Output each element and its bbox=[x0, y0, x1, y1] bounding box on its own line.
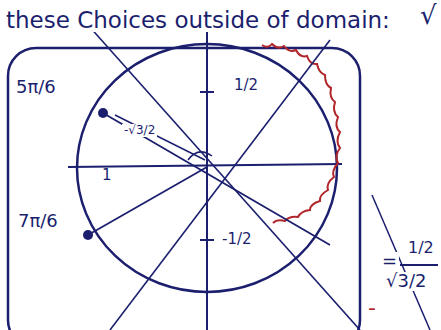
ray bbox=[115, 115, 205, 160]
red-arc bbox=[262, 44, 340, 223]
equals-sign: = bbox=[380, 252, 399, 271]
fraction-numerator: 1/2 bbox=[406, 240, 436, 257]
x-axis bbox=[68, 164, 342, 167]
axis-value: -1/2 bbox=[220, 232, 254, 248]
fraction-bar bbox=[400, 264, 438, 266]
ray bbox=[103, 113, 330, 245]
tick bbox=[200, 91, 214, 93]
note-title: these Choices outside of domain: bbox=[4, 8, 392, 32]
coordinate-label: -√3/2 bbox=[122, 124, 157, 137]
point bbox=[98, 108, 108, 118]
root-symbol: √ bbox=[418, 2, 439, 29]
slash bbox=[372, 195, 430, 330]
axis-value: 1 bbox=[100, 168, 114, 184]
fraction-denominator: √3/2 bbox=[384, 272, 428, 291]
ray bbox=[110, 40, 330, 330]
angle-arc bbox=[188, 152, 212, 160]
angle-label: 7π/6 bbox=[16, 212, 60, 231]
red-minus: - bbox=[366, 296, 378, 319]
tick bbox=[200, 239, 214, 241]
axis-value: 1/2 bbox=[232, 78, 260, 94]
ray bbox=[88, 25, 360, 330]
angle-label: 5π/6 bbox=[14, 78, 58, 97]
point bbox=[83, 230, 93, 240]
y-axis bbox=[206, 8, 208, 330]
